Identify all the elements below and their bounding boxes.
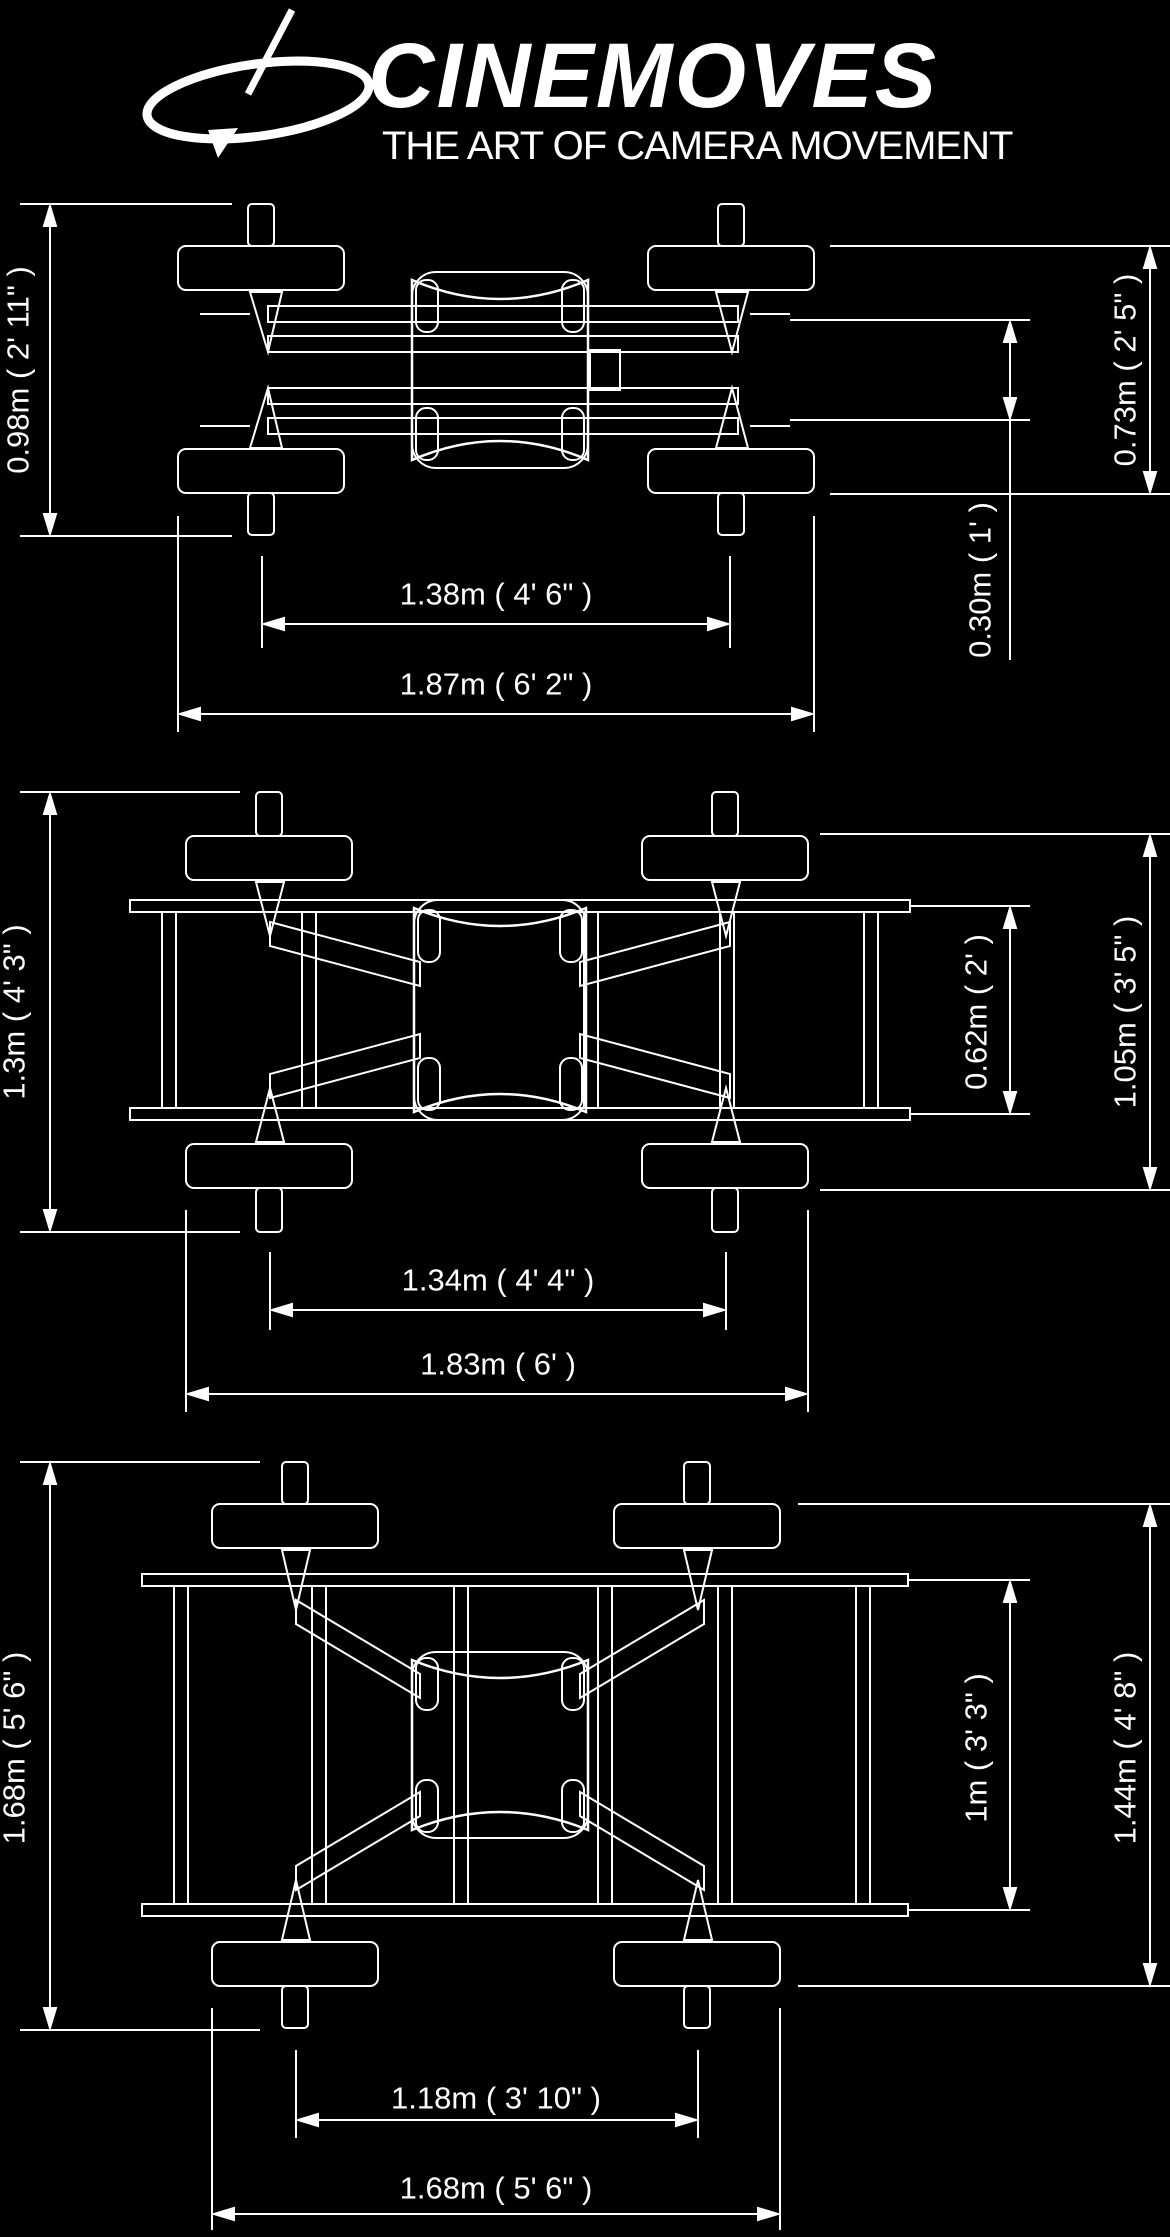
dolly-drawing-1 xyxy=(177,203,815,536)
wheelbase-label-2: 1.34m ( 4' 4" ) xyxy=(401,1262,595,1298)
dimension-lines-3 xyxy=(20,1460,1170,2230)
brand-name: CINEMOVES xyxy=(368,25,939,127)
dimension-lines-1 xyxy=(20,202,1170,732)
overall-length-label-1: 1.87m ( 6' 2" ) xyxy=(399,666,593,702)
overall-height-label-3: 1.68m ( 5' 6" ) xyxy=(0,1651,32,1845)
rail-gap-label-3: 1m ( 3' 3" ) xyxy=(958,1673,994,1823)
logo-swoosh-icon xyxy=(142,8,374,158)
wheel-span-height-label-2: 1.05m ( 3' 5" ) xyxy=(1107,915,1143,1109)
wheelbase-label-1: 1.38m ( 4' 6" ) xyxy=(399,576,593,612)
overall-length-label-2: 1.83m ( 6' ) xyxy=(420,1346,576,1382)
dolly-diagram-3: 1.68m ( 5' 6" ) 1m ( 3' 3" ) 1.44m ( 4' … xyxy=(0,1430,1170,2237)
brand-tagline: THE ART OF CAMERA MOVEMENT xyxy=(382,124,1013,168)
overall-length-label-3: 1.68m ( 5' 6" ) xyxy=(399,2170,593,2206)
overall-height-label-1: 0.98m ( 2' 11" ) xyxy=(0,266,36,474)
dolly-diagram-2: 1.3m ( 4' 3" ) 0.62m ( 2' ) 1.05m ( 3' 5… xyxy=(0,740,1170,1430)
wheel-span-height-label-1: 0.73m ( 2' 5" ) xyxy=(1107,273,1143,467)
wheel-span-height-label-3: 1.44m ( 4' 8" ) xyxy=(1107,1651,1143,1845)
dimension-lines-2 xyxy=(20,790,1170,1412)
rail-gap-label-1: 0.30m ( 1' ) xyxy=(962,502,998,658)
dolly-diagram-1: 0.98m ( 2' 11" ) 0.73m ( 2' 5" ) 0.30m (… xyxy=(0,0,1170,740)
rail-gap-label-2: 0.62m ( 2' ) xyxy=(958,934,994,1090)
wheelbase-label-3: 1.18m ( 3' 10" ) xyxy=(391,2080,601,2116)
brand-logo: CINEMOVES THE ART OF CAMERA MOVEMENT xyxy=(0,0,1170,180)
overall-height-label-2: 1.3m ( 4' 3" ) xyxy=(0,924,32,1100)
